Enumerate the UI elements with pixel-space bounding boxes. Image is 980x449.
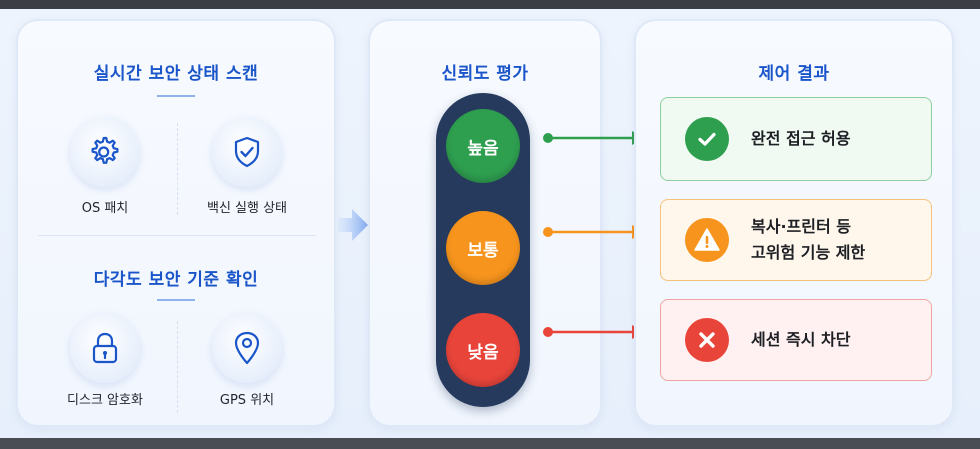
- os-patch-label: OS 패치: [81, 201, 129, 216]
- disk-encryption-label: 디스크 암호화: [67, 393, 143, 408]
- location-pin-icon: [212, 313, 282, 383]
- close-icon: [685, 318, 729, 362]
- result-restricted-text: 복사·프린터 등 고위험 기능 제한: [751, 214, 865, 266]
- trust-evaluation-panel: 신뢰도 평가 높음 보통 낮음: [368, 19, 602, 427]
- diagram-canvas: 실시간 보안 상태 스캔 OS 패치 백신 실행 상태 다각도 보안 기준 확인: [0, 9, 980, 438]
- result-restricted-line1: 복사·프린터 등: [751, 217, 851, 236]
- antivirus-status-label: 백신 실행 상태: [206, 201, 288, 216]
- scan-divider: [177, 123, 178, 215]
- shield-check-icon: [212, 117, 282, 187]
- result-restricted: 복사·프린터 등 고위험 기능 제한: [660, 199, 932, 281]
- level-high-light: 높음: [446, 109, 520, 183]
- result-title: 제어 결과: [758, 64, 830, 84]
- traffic-light: 높음 보통 낮음: [436, 93, 530, 407]
- flow-arrow-icon: [338, 209, 368, 241]
- trust-title: 신뢰도 평가: [441, 64, 529, 84]
- control-result-panel: 제어 결과 완전 접근 허용 복사·프린터 등 고위험 기능 제한: [634, 19, 954, 427]
- result-restricted-line2: 고위험 기능 제한: [751, 243, 866, 262]
- check-divider: [177, 321, 178, 413]
- result-session-block: 세션 즉시 차단: [660, 299, 932, 381]
- scan-title-underline: [157, 95, 195, 97]
- scan-title: 실시간 보안 상태 스캔: [93, 64, 259, 84]
- medium-connector-arrow: [543, 225, 644, 239]
- warning-icon: [685, 218, 729, 262]
- lock-icon: [70, 313, 140, 383]
- check-title: 다각도 보안 기준 확인: [93, 270, 259, 290]
- check-icon: [685, 117, 729, 161]
- section-divider: [38, 235, 316, 236]
- result-session-block-text: 세션 즉시 차단: [751, 330, 851, 349]
- high-connector-arrow: [543, 131, 644, 145]
- check-title-underline: [157, 299, 195, 301]
- security-scan-panel: 실시간 보안 상태 스캔 OS 패치 백신 실행 상태 다각도 보안 기준 확인: [16, 19, 336, 427]
- result-full-access-text: 완전 접근 허용: [751, 129, 851, 148]
- bottom-bar: [0, 438, 980, 449]
- low-connector-arrow: [543, 325, 644, 339]
- gps-location-label: GPS 위치: [219, 393, 275, 408]
- level-low-light: 낮음: [446, 313, 520, 387]
- level-medium-light: 보통: [446, 211, 520, 285]
- gear-icon: [70, 117, 140, 187]
- result-full-access: 완전 접근 허용: [660, 97, 932, 181]
